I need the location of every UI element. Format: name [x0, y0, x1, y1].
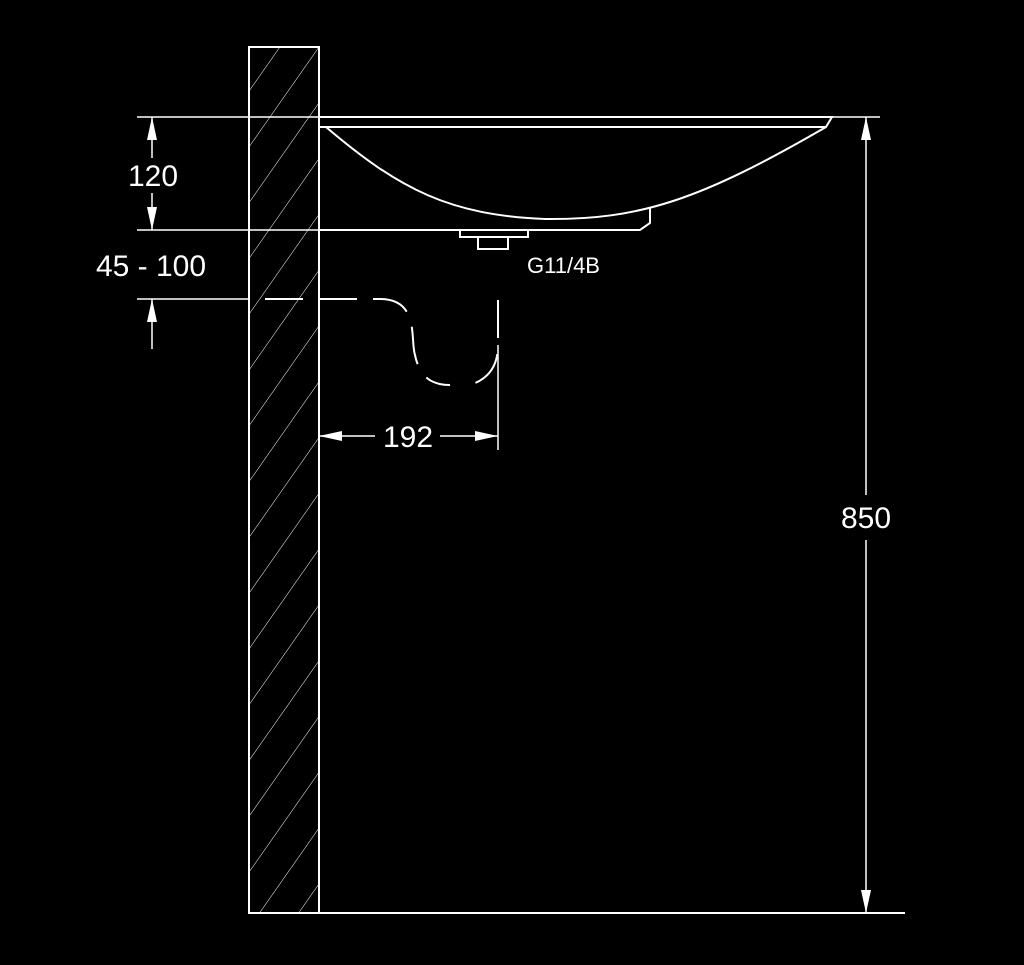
arrowhead-up-850: [861, 117, 871, 140]
arrowhead-left: [319, 431, 342, 441]
dimension-label-trap-offset: 192: [383, 421, 433, 454]
washbasin: [319, 116, 834, 250]
waste-outlet-flange: [459, 229, 529, 238]
dimension-label-waste-height: 45 - 100: [96, 250, 206, 283]
arrowhead-up: [147, 117, 157, 140]
siphon-trap: [265, 298, 499, 386]
siphon-return: [469, 300, 499, 386]
dimension-label-mounting-height: 850: [841, 502, 891, 535]
dimension-mounting-height: [832, 116, 880, 913]
dimension-trap-offset: [319, 345, 499, 450]
arrowhead-up-waste: [147, 299, 157, 322]
dimension-waste-height: [137, 298, 249, 349]
arrowhead-down-850: [861, 890, 871, 913]
waste-thread-label: G11/4B: [527, 253, 600, 278]
dimension-label-basin-depth: 120: [128, 160, 178, 193]
arrowhead-down: [147, 207, 157, 230]
waste-outlet-body: [477, 236, 509, 250]
dimension-basin-depth: [137, 116, 319, 231]
arrowhead-right: [475, 431, 498, 441]
basin-rim-outer: [319, 116, 834, 128]
siphon-path: [265, 298, 451, 386]
wall-hatch: [249, 47, 319, 913]
wall: [248, 46, 320, 914]
basin-bowl-curve: [325, 126, 827, 221]
